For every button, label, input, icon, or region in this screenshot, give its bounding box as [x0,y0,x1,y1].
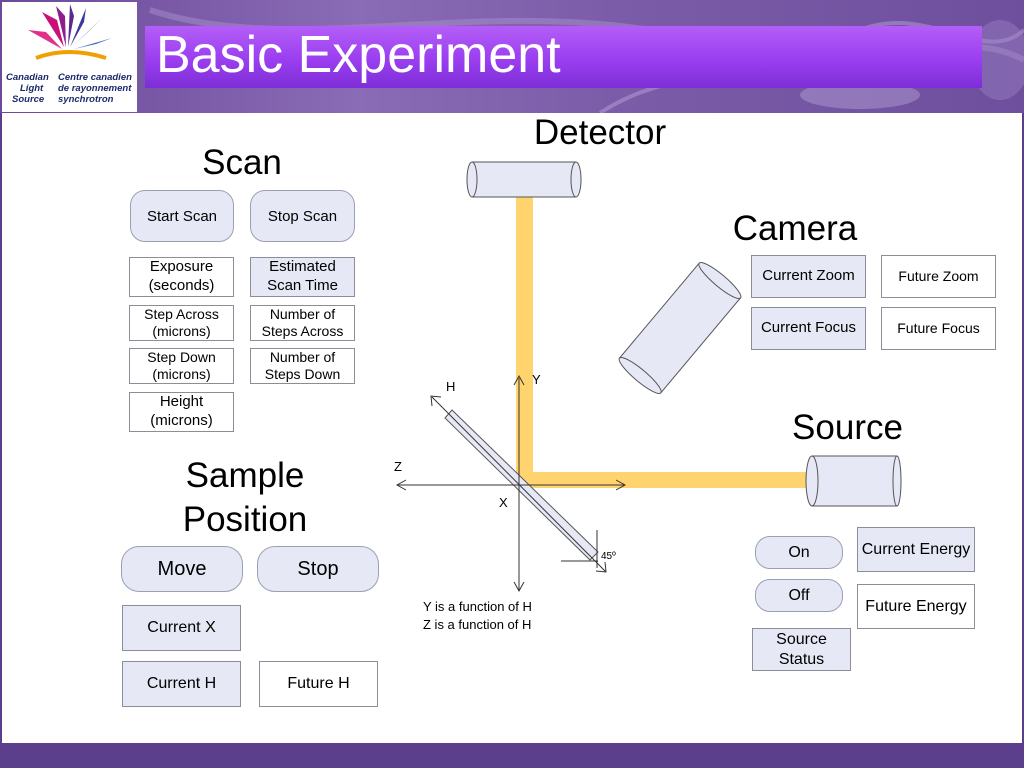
stop-scan-button[interactable]: Stop Scan [250,190,355,242]
source-on-button[interactable]: On [755,536,843,569]
cls-logo: Canadian Light Source Centre canadien de… [2,2,137,112]
logo-text-en-3: Source [12,94,45,105]
note-line-2: Z is a function of H [423,617,532,632]
current-focus-display: Current Focus [751,307,866,350]
future-h-field[interactable]: Future H [259,661,378,707]
source-off-button[interactable]: Off [755,579,843,612]
number-of-steps-down-field[interactable]: Number of Steps Down [250,348,355,384]
axis-y-label: Y [532,372,541,387]
axis-z-label: Z [394,459,402,474]
maple-leaf-logo-icon [28,4,112,60]
note-line-1: Y is a function of H [423,599,532,614]
logo-text-fr-3: synchrotron [58,94,114,105]
logo-text-en-1: Canadian [6,72,49,83]
page-title: Basic Experiment [156,26,561,84]
detector-heading: Detector [533,113,667,152]
current-energy-display: Current Energy [857,527,975,572]
source-cylinder-icon [805,455,902,507]
estimated-scan-time-display: Estimated Scan Time [250,257,355,297]
title-bar [145,26,982,88]
coordinate-axes [395,374,627,593]
source-status-display: Source Status [752,628,851,671]
step-across-field[interactable]: Step Across (microns) [129,305,234,341]
camera-heading: Camera [732,209,858,248]
number-of-steps-across-field[interactable]: Number of Steps Across [250,305,355,341]
diagram-note: Y is a function of H Z is a function of … [423,598,532,634]
logo-text-fr-2: de rayonnement [58,83,132,94]
source-heading: Source [792,408,903,447]
scan-heading: Scan [202,143,282,182]
horizontal-beam [516,472,810,488]
current-x-display: Current X [122,605,241,651]
current-h-display: Current H [122,661,241,707]
camera-cylinder-icon [618,262,742,394]
step-down-field[interactable]: Step Down (microns) [129,348,234,384]
move-button[interactable]: Move [121,546,243,592]
stop-move-button[interactable]: Stop [257,546,379,592]
angle-label: 45º [601,551,616,562]
footer-bar [0,743,1024,768]
current-zoom-display: Current Zoom [751,255,866,298]
future-zoom-field[interactable]: Future Zoom [881,255,996,298]
future-focus-field[interactable]: Future Focus [881,307,996,350]
logo-text-en-2: Light [20,83,44,94]
start-scan-button[interactable]: Start Scan [130,190,234,242]
detector-cylinder-icon [466,161,582,198]
exposure-field[interactable]: Exposure (seconds) [129,257,234,297]
logo-text-fr-1: Centre canadien [58,72,132,83]
sample-position-heading: Sample Position [182,456,308,539]
height-field[interactable]: Height (microns) [129,392,234,432]
axis-h-label: H [446,379,456,394]
vertical-beam [516,196,533,486]
future-energy-field[interactable]: Future Energy [857,584,975,629]
axis-x-label: X [499,495,508,510]
